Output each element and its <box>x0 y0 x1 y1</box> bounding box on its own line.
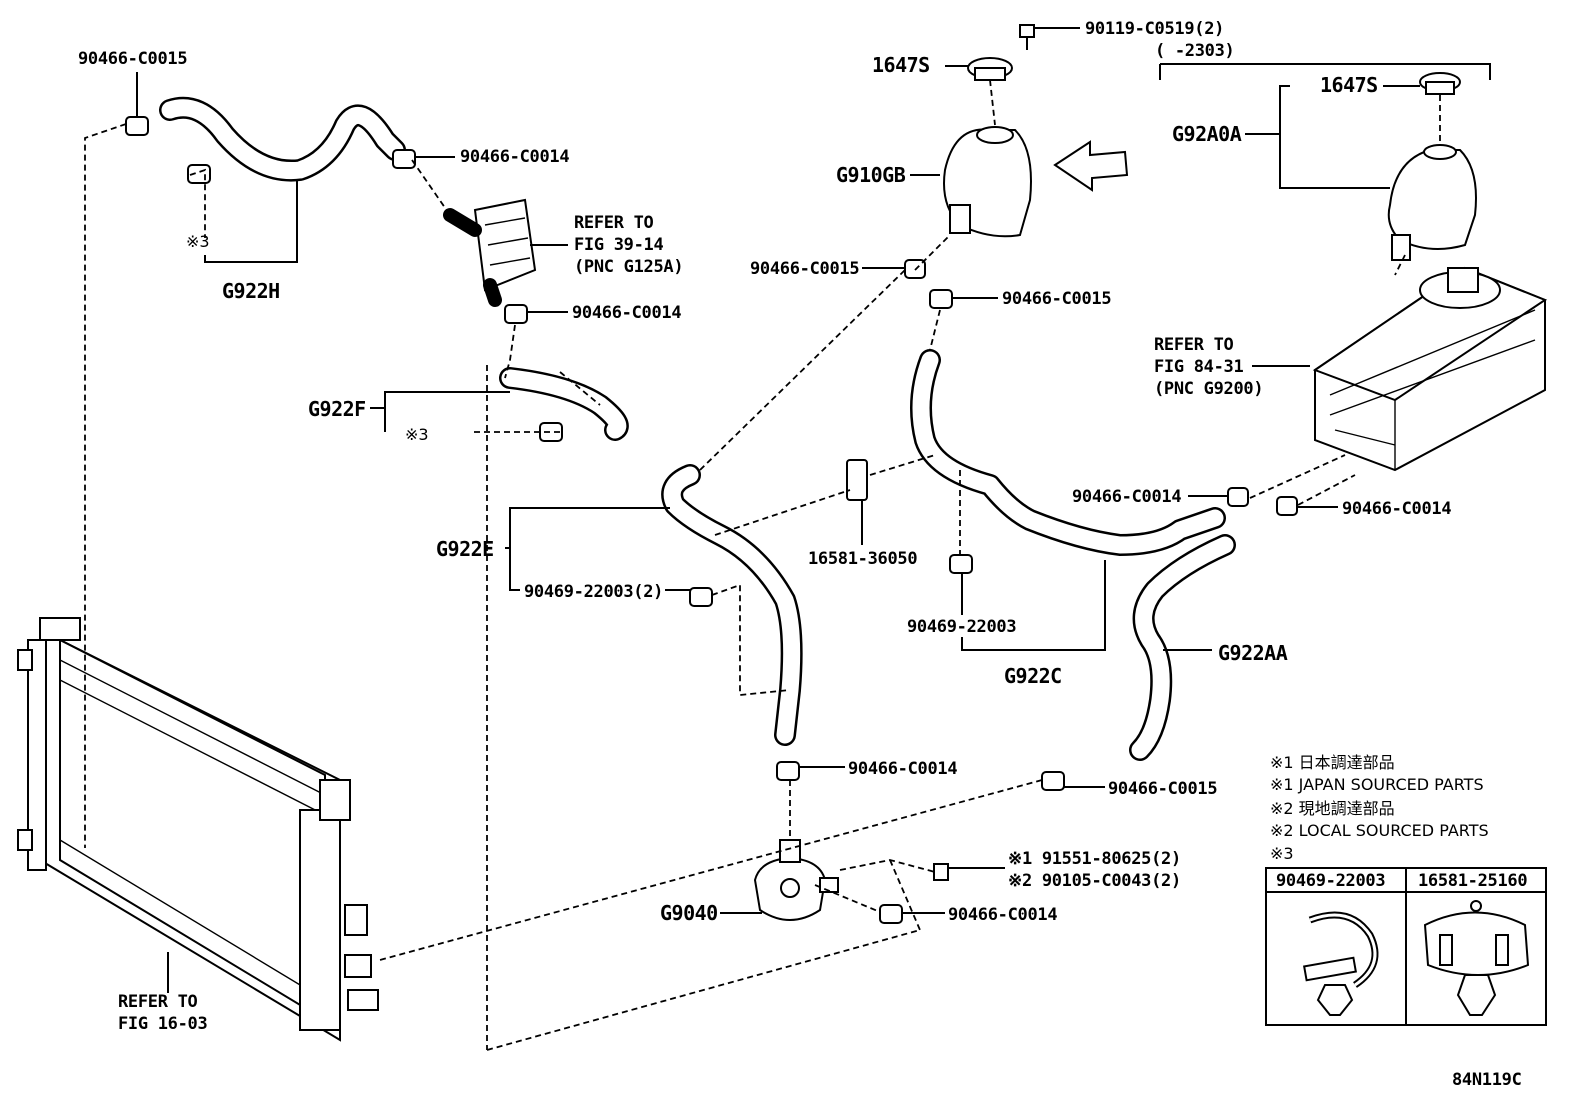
hose-clamp[interactable] <box>879 904 903 924</box>
inverter-assembly[interactable] <box>1312 266 1548 472</box>
legend-line: ※3 <box>1270 844 1294 863</box>
part-labels: 90466-C0015 90466-C0014 REFER TO FIG 39-… <box>78 19 1522 1090</box>
label-g922f[interactable]: G922F <box>308 397 366 421</box>
refer-fig-39-14[interactable]: FIG 39-14 <box>574 235 664 255</box>
label-90466-c0015[interactable]: 90466-C0015 <box>1002 289 1112 309</box>
label-91551-80625[interactable]: ※1 91551-80625(2) <box>1008 849 1181 869</box>
clip-16581-25160-icon <box>1423 900 1530 1016</box>
label-90105-c0043[interactable]: ※2 90105-C0043(2) <box>1008 871 1181 891</box>
label-90469-22003[interactable]: 90469-22003(2) <box>524 582 663 602</box>
refer-fig-84-31[interactable]: FIG 84-31 <box>1154 357 1244 377</box>
label-g910gb[interactable]: G910GB <box>836 163 906 187</box>
hose-clamp[interactable] <box>1041 771 1065 791</box>
assembly-lines <box>84 79 1441 1051</box>
legend-line: ※1 日本調達部品 <box>1270 753 1395 772</box>
reservoir-tank[interactable] <box>943 24 1035 238</box>
bolt-icon[interactable] <box>933 863 949 881</box>
hose-g922aa[interactable] <box>1129 534 1236 761</box>
label-g922e[interactable]: G922E <box>436 537 494 561</box>
label-g9040[interactable]: G9040 <box>660 901 718 925</box>
reservoir-tank-alt[interactable] <box>1387 72 1477 261</box>
label-90466-c0014[interactable]: 90466-C0014 <box>460 147 570 167</box>
label-g922h[interactable]: G922H <box>222 279 280 303</box>
label-g922aa[interactable]: G922AA <box>1218 641 1288 665</box>
heat-exchanger-part[interactable] <box>443 198 537 307</box>
hose-clamp[interactable] <box>504 304 528 324</box>
label-90119-c0519[interactable]: 90119-C0519(2) <box>1085 19 1224 39</box>
refer-fig-84-31[interactable]: REFER TO <box>1154 335 1234 355</box>
label-g92a0a[interactable]: G92A0A <box>1172 122 1242 146</box>
label-90466-c0014[interactable]: 90466-C0014 <box>948 905 1058 925</box>
electric-water-pump[interactable] <box>753 839 839 921</box>
refer-fig-16-03[interactable]: FIG 16-03 <box>118 1014 208 1034</box>
clip-90469-22003-icon <box>1303 911 1379 1016</box>
label-g922c[interactable]: G922C <box>1004 664 1062 688</box>
radiator[interactable] <box>17 617 379 1042</box>
refer-fig-39-14[interactable]: REFER TO <box>574 213 654 233</box>
leader-lines <box>136 27 1491 993</box>
label-90466-c0015[interactable]: 90466-C0015 <box>750 259 860 279</box>
label-90466-c0015[interactable]: 90466-C0015 <box>78 49 188 69</box>
hose-g922e[interactable] <box>661 464 803 746</box>
note-mark: ※3 <box>405 425 429 444</box>
label-90466-c0014[interactable]: 90466-C0014 <box>572 303 682 323</box>
legend: ※1 日本調達部品 ※1 JAPAN SOURCED PARTS ※2 現地調達… <box>1265 753 1547 1026</box>
label-16581-36050[interactable]: 16581-36050 <box>808 549 918 569</box>
note-mark: ※3 <box>186 232 210 251</box>
label-90469-22003[interactable]: 90469-22003 <box>907 617 1017 637</box>
clip-reference-table: 90469-22003 16581-25160 <box>1265 867 1547 1026</box>
label-90466-c0014[interactable]: 90466-C0014 <box>848 759 958 779</box>
figure-code: 84N119C <box>1452 1070 1522 1090</box>
hose-g922c[interactable] <box>910 349 1226 556</box>
label-90466-c0015[interactable]: 90466-C0015 <box>1108 779 1218 799</box>
label-1647s[interactable]: 1647S <box>1320 73 1378 97</box>
refer-fig-84-31[interactable]: (PNC G9200) <box>1154 379 1264 399</box>
refer-fig-39-14[interactable]: (PNC G125A) <box>574 257 684 277</box>
legend-line: ※1 JAPAN SOURCED PARTS <box>1270 775 1484 794</box>
table-header-16581-25160[interactable]: 16581-25160 <box>1418 871 1528 891</box>
hose-clamp[interactable] <box>689 587 800 781</box>
label-1647s[interactable]: 1647S <box>872 53 930 77</box>
hose-g922f[interactable] <box>499 367 629 441</box>
label-90466-c0014[interactable]: 90466-C0014 <box>1072 487 1182 507</box>
direction-arrow-icon <box>1053 140 1129 192</box>
legend-line: ※2 LOCAL SOURCED PARTS <box>1270 821 1489 840</box>
hose-bracket[interactable] <box>846 459 868 501</box>
refer-fig-16-03[interactable]: REFER TO <box>118 992 198 1012</box>
label-90466-c0014[interactable]: 90466-C0014 <box>1342 499 1452 519</box>
table-header-90469-22003[interactable]: 90469-22003 <box>1276 871 1386 891</box>
legend-line: ※2 現地調達部品 <box>1270 799 1395 818</box>
label-serial-range: ( -2303) <box>1155 41 1234 61</box>
hose-g922h[interactable] <box>159 96 406 182</box>
